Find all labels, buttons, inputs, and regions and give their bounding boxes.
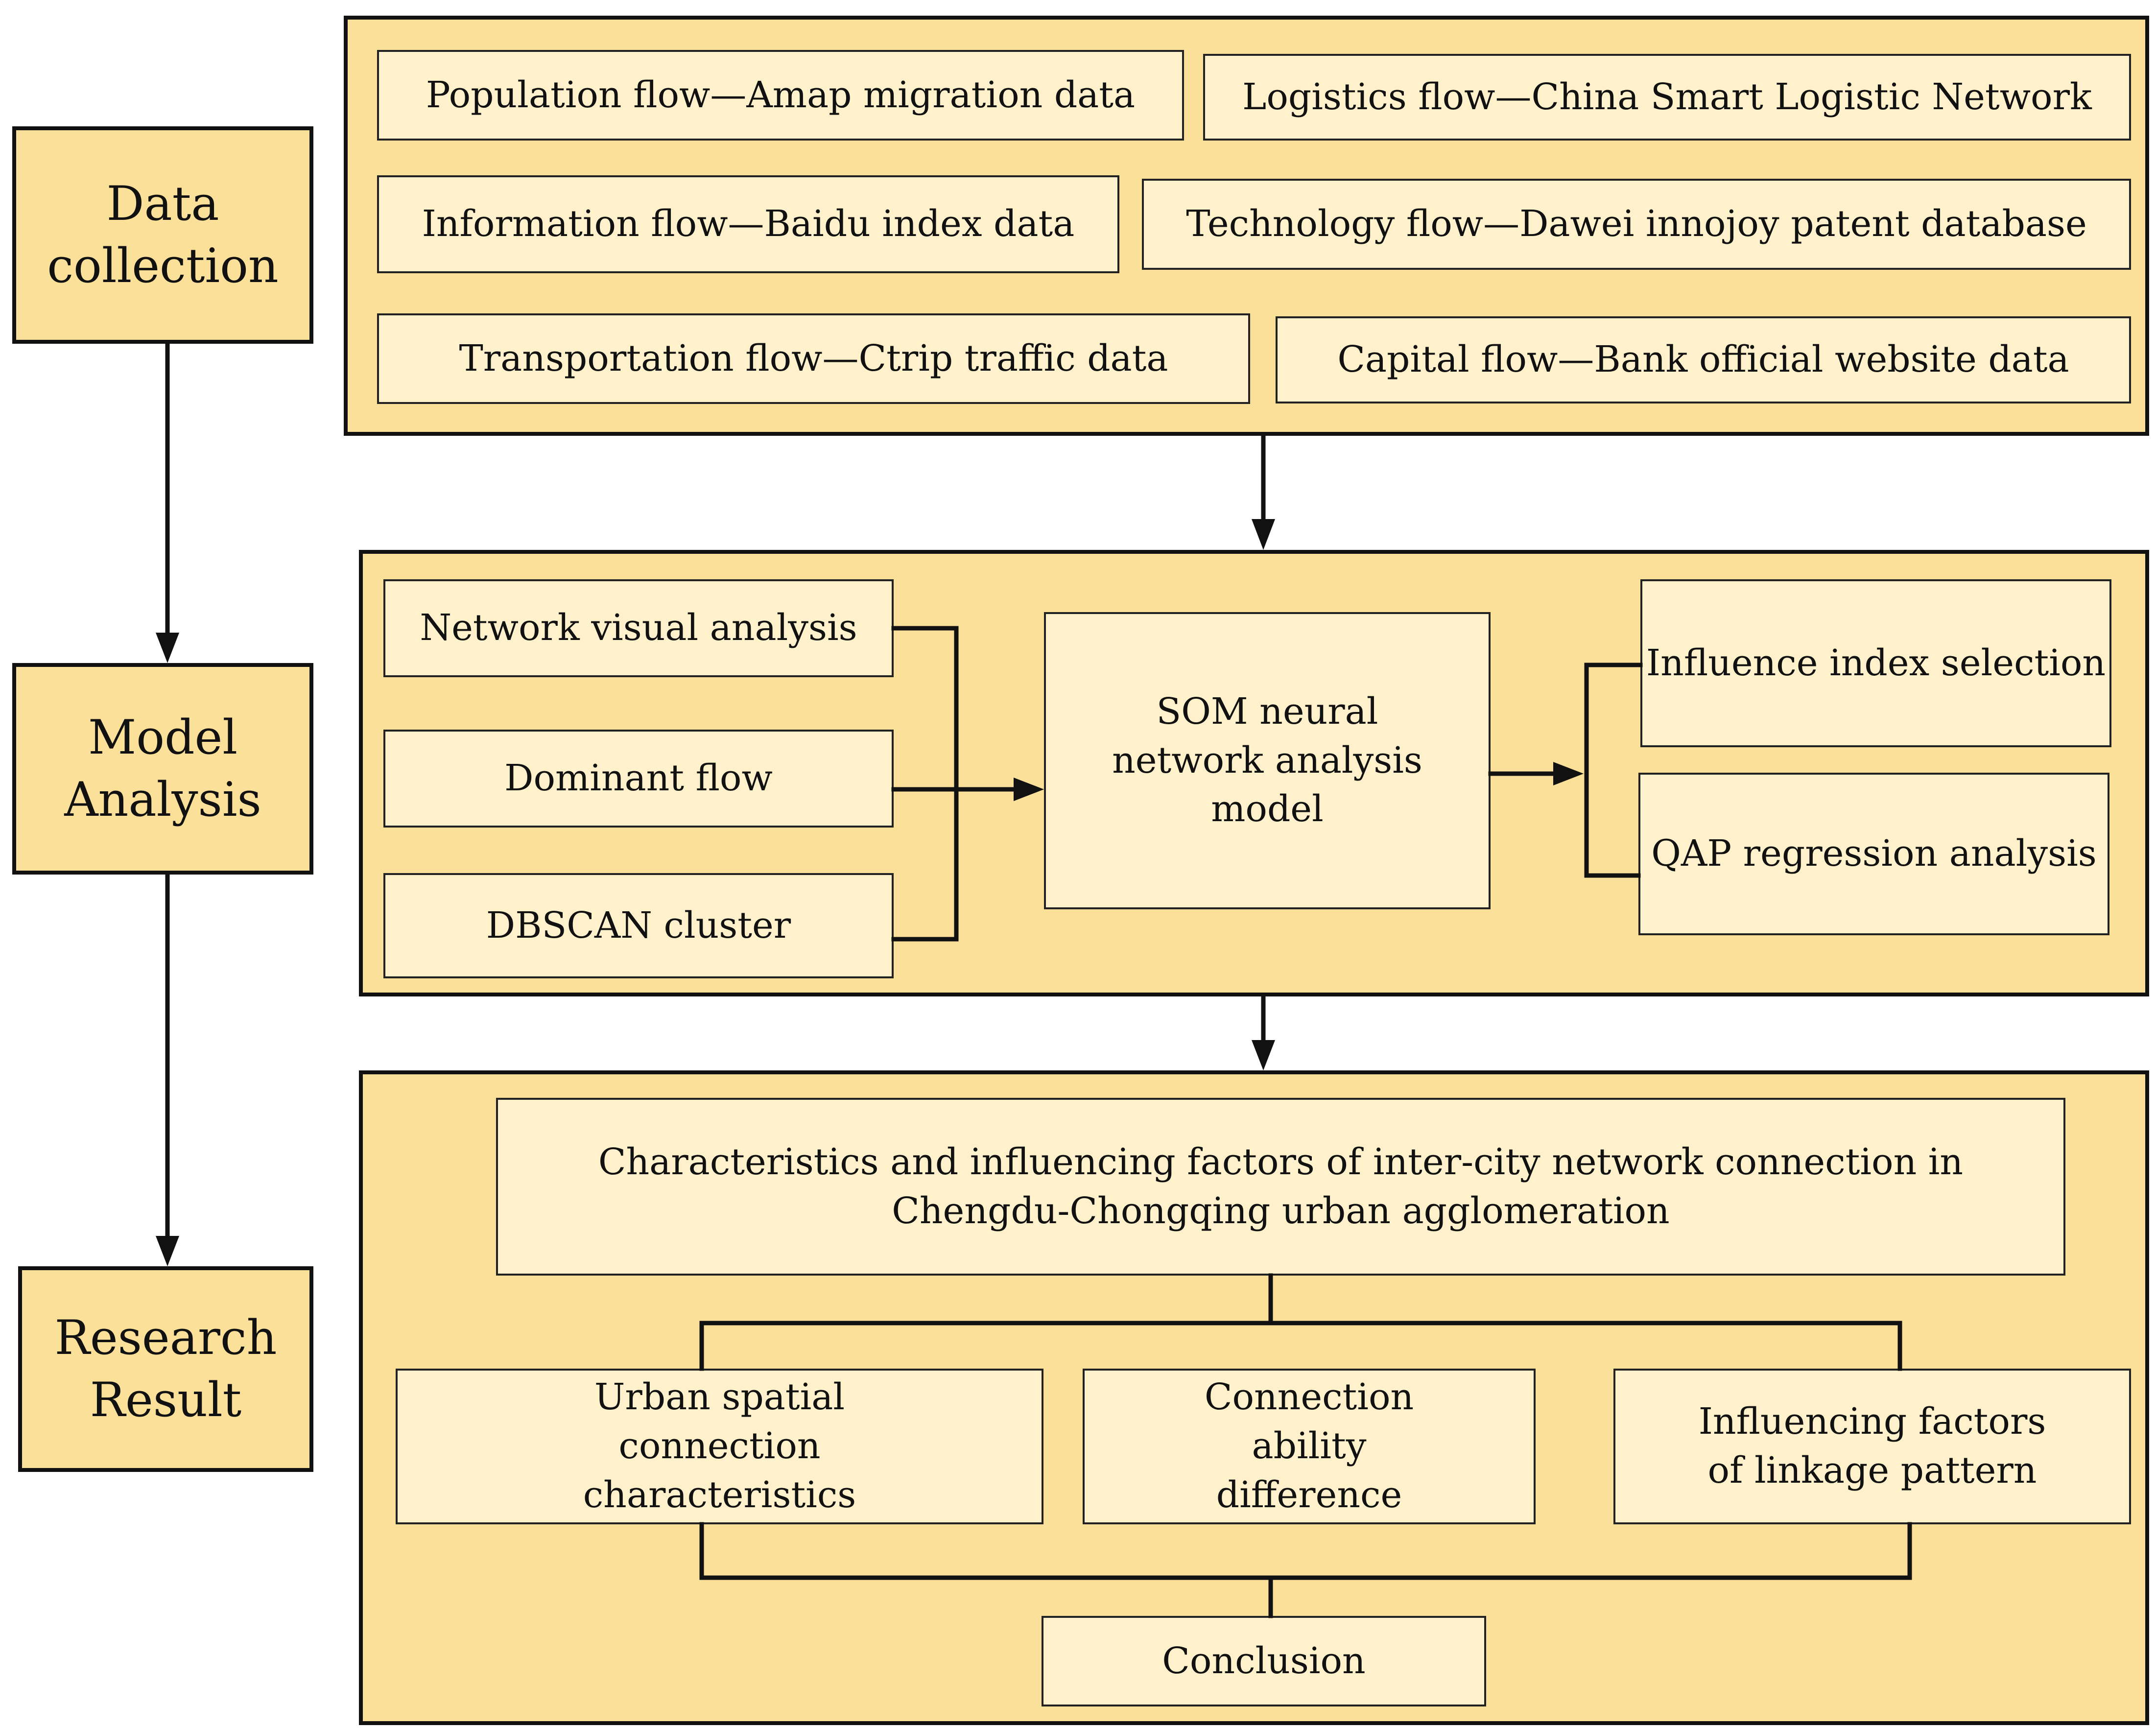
- method-dominant-flow: Dominant flow: [383, 730, 894, 828]
- som-neural-network-model: SOM neural network analysis model: [1044, 612, 1491, 909]
- data-source-information: Information flow—Baidu index data: [377, 175, 1119, 273]
- arrowhead-analysis-to-result: [156, 1236, 179, 1266]
- finding-connection-ability: Connection ability difference: [1083, 1369, 1536, 1524]
- arrowhead-methods-to-som: [1014, 778, 1044, 801]
- data-source-technology: Technology flow—Dawei innojoy patent dat…: [1142, 179, 2131, 270]
- data-source-logistics: Logistics flow—China Smart Logistic Netw…: [1203, 54, 2131, 141]
- finding-influencing-factors: Influencing factors of linkage pattern: [1613, 1369, 2131, 1524]
- method-network-visual-analysis: Network visual analysis: [383, 579, 894, 677]
- findings-split-bracket: [699, 1321, 1902, 1371]
- stage-research-result: Research Result: [18, 1266, 313, 1472]
- methods-bracket: [891, 626, 959, 942]
- output-qap-regression-analysis: QAP regression analysis: [1638, 773, 2109, 935]
- stage-model-analysis: Model Analysis: [12, 663, 313, 875]
- method-dbscan-cluster: DBSCAN cluster: [383, 873, 894, 978]
- data-source-population: Population flow—Amap migration data: [377, 50, 1184, 141]
- arrowhead-panel2-to-panel3: [1252, 1040, 1275, 1070]
- finding-spatial-connection: Urban spatial connection characteristics: [396, 1369, 1043, 1524]
- research-topic: Characteristics and influencing factors …: [496, 1098, 2065, 1276]
- findings-merge-bracket: [699, 1522, 1912, 1580]
- conclusion-box: Conclusion: [1042, 1616, 1486, 1706]
- arrowhead-som-to-outputs: [1553, 762, 1584, 785]
- data-source-capital: Capital flow—Bank official website data: [1276, 316, 2131, 403]
- outputs-bracket: [1584, 663, 1643, 878]
- arrowhead-collection-to-analysis: [156, 633, 179, 663]
- stage-data-collection: Data collection: [12, 126, 313, 344]
- data-source-transportation: Transportation flow—Ctrip traffic data: [377, 313, 1250, 404]
- arrowhead-panel1-to-panel2: [1252, 519, 1275, 550]
